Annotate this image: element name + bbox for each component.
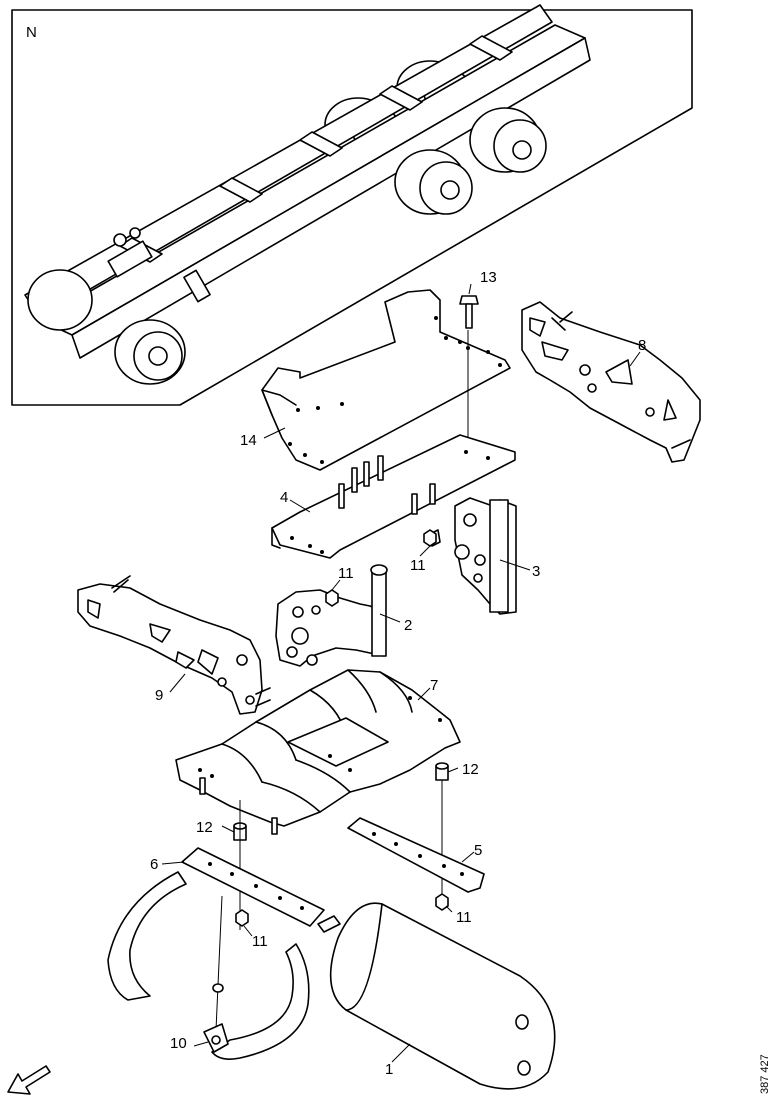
- callout-9: 9: [155, 687, 163, 704]
- callout-leaders: [161, 283, 641, 1063]
- callout-5: 5: [474, 842, 482, 859]
- part-12-spacers: [233, 762, 449, 930]
- plate-4-studs: [338, 455, 436, 515]
- callout-8: 8: [638, 337, 646, 354]
- callout-10: 10: [170, 1035, 187, 1052]
- inset-view-letter: N: [26, 24, 37, 41]
- tank-strap-right: [211, 895, 310, 1060]
- strip-6-holes: [208, 862, 304, 910]
- callout-13: 13: [480, 269, 497, 286]
- callout-11-a: 11: [338, 565, 354, 582]
- part-3-side-bracket: [429, 497, 517, 615]
- plate-14-holes: [288, 316, 502, 464]
- part-11-nuts: [235, 529, 449, 927]
- part-5-clamp-strip: [347, 817, 485, 893]
- callout-3: 3: [532, 563, 540, 580]
- callout-14: 14: [240, 432, 257, 449]
- part-7-tank-cradle: [175, 669, 461, 835]
- callout-11-d: 11: [456, 909, 472, 926]
- callout-2: 2: [404, 617, 412, 634]
- cradle-7-holes: [198, 696, 442, 778]
- callout-11-b: 11: [410, 557, 426, 574]
- part-10-strap-bolt: [203, 1023, 229, 1053]
- callout-12-a: 12: [196, 819, 213, 836]
- forward-arrow-icon: [7, 1065, 51, 1095]
- part-8-rear-bracket: [521, 301, 701, 463]
- callout-6: 6: [150, 856, 158, 873]
- callout-1: 1: [385, 1061, 393, 1078]
- callout-12-b: 12: [462, 761, 479, 778]
- part-1-air-tank: [329, 902, 556, 1090]
- part-2-side-bracket: [275, 564, 388, 667]
- inset-frame: [11, 9, 693, 406]
- callout-7: 7: [430, 677, 438, 694]
- strip-5-holes: [372, 832, 464, 876]
- callout-11-c: 11: [252, 933, 268, 950]
- front-wheel-group: [27, 269, 186, 385]
- plate-4-holes: [290, 450, 490, 554]
- part-6-clamp-strip: [181, 847, 341, 933]
- tank-strap-left: [107, 871, 187, 1001]
- part-9-front-bracket: [77, 575, 271, 715]
- rear-wheel-group-front: [394, 107, 547, 215]
- reference-code: 387 427: [759, 1054, 771, 1094]
- chassis-inset: N: [11, 4, 693, 406]
- chassis-rails: [24, 4, 591, 359]
- part-13-bolt: [459, 295, 479, 329]
- callout-labels: 1 2 3 4 5 6 7 8 9 10 11 11 11 11 12 12 1…: [150, 269, 646, 1078]
- callout-4: 4: [280, 489, 288, 506]
- part-4-support-plate: [271, 434, 516, 559]
